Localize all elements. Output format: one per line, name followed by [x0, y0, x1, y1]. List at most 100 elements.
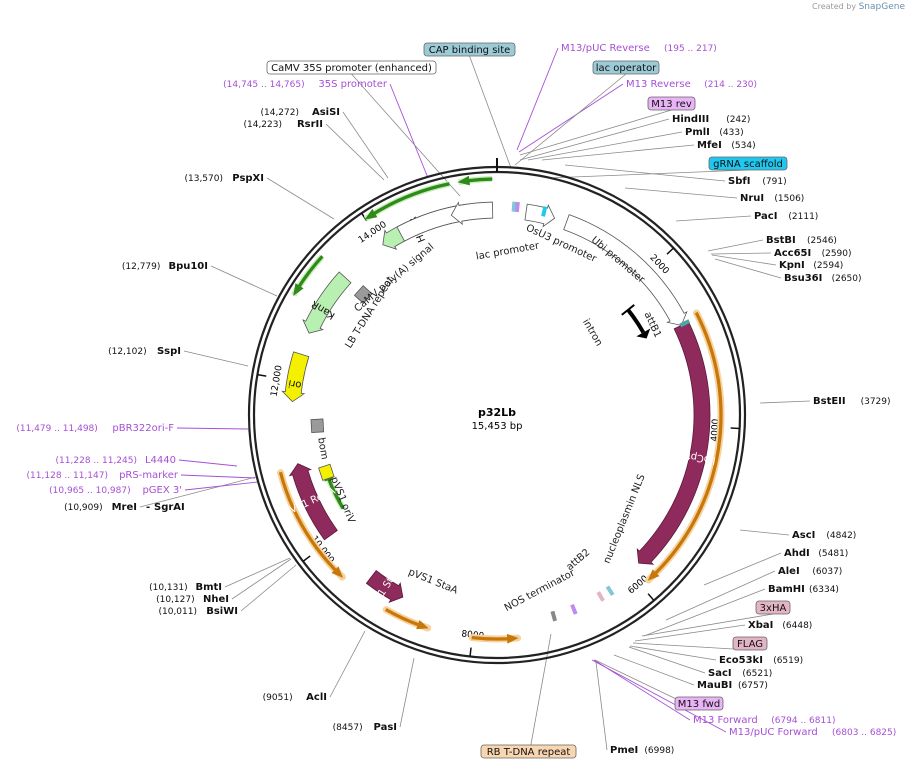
tick-label-4000: 4000: [710, 418, 721, 442]
feature-name-11: pVS1 oriV: [328, 475, 357, 525]
marker-block-2: [318, 463, 335, 481]
site-name-11: AscI: [792, 530, 815, 541]
site-pos-9: (2650): [832, 274, 862, 284]
box-leader-3: [519, 109, 672, 156]
intron-arc: [626, 308, 646, 334]
box-0: [423, 42, 516, 57]
site-leader-15: [634, 624, 746, 642]
site-pos-24: (12,102): [108, 347, 147, 357]
site-leader-14: [643, 588, 766, 637]
site-leader-11: [739, 529, 790, 536]
site-leader-4: [624, 187, 738, 199]
box-3: [647, 96, 696, 111]
plasmid-name: p32Lb: [478, 406, 516, 419]
site-leader-10: [759, 400, 811, 404]
site-marker-4: [605, 585, 615, 597]
site-pos-5: (2111): [788, 212, 818, 222]
primer-range-3: (11,479 .. 11,498): [16, 424, 97, 434]
primer-leader-4: [178, 459, 238, 467]
site-leader-23: [210, 265, 278, 297]
site-pos-27: (10,127): [156, 595, 195, 605]
site-pos-4: (1506): [774, 194, 804, 204]
green-arc-0: [457, 175, 493, 186]
feature-name-7: NOS terminator: [503, 567, 578, 614]
box-label-5: 3xHA: [760, 603, 787, 614]
site-pos-10: (3729): [861, 397, 891, 407]
box-leader-0: [469, 55, 512, 169]
site-marker-5: [596, 591, 605, 602]
site-marker-1: [514, 201, 520, 213]
primer-name-4: L4440: [145, 455, 176, 466]
box-label-3: M13 rev: [651, 99, 692, 110]
tick-2000: [666, 247, 675, 255]
site-pos-0: (242): [726, 115, 750, 125]
orange-arc-6: [384, 608, 429, 630]
primer-name-8: M13/pUC Forward: [729, 727, 818, 738]
site-dash-25: -: [146, 502, 150, 513]
site-leader-24: [183, 350, 249, 367]
box-label-6: FLAG: [737, 639, 763, 650]
tick-10000: [302, 555, 311, 562]
box-leader-8: [528, 633, 552, 759]
site-leader-19: [595, 661, 608, 751]
feature-ubi-promoter: [563, 214, 688, 326]
primer-leader-3: [176, 427, 249, 430]
box-label-0: CAP binding site: [429, 45, 511, 56]
site-name-29: AclI: [306, 692, 327, 703]
credit-text: Created by: [812, 2, 857, 11]
annotation-labels: HindIII(242)PmlI(433)MfeI(534)SbfI(791)N…: [16, 42, 896, 759]
box-label-4: gRNA scaffold: [713, 159, 783, 170]
site-extra-25: SgrAI: [154, 502, 185, 513]
site-pos-15: (6448): [782, 621, 812, 631]
intron-arrowhead: [636, 328, 651, 339]
site-leader-0: [519, 118, 670, 161]
site-leader-8: [711, 254, 777, 266]
feature-ori: [281, 351, 310, 403]
site-name-0: HindIII: [672, 114, 709, 125]
site-leader-17: [628, 646, 706, 674]
box-label-7: M13 fwd: [678, 699, 720, 710]
site-leader-30: [399, 657, 415, 728]
box-8: [480, 744, 577, 759]
site-name-13: AleI: [778, 566, 800, 577]
box-1: [266, 60, 437, 75]
primer-range-1: (214 .. 230): [704, 80, 757, 90]
primer-name-7: M13 Forward: [693, 715, 758, 726]
site-leader-5: [675, 215, 752, 222]
site-name-26: BmtI: [195, 582, 222, 593]
site-name-1: PmlI: [685, 127, 710, 138]
green-arc-1: [364, 182, 450, 220]
marker-block-1: [310, 418, 325, 433]
site-pos-16: (6519): [773, 656, 803, 666]
site-pos-8: (2594): [813, 261, 843, 271]
box-leader-1: [351, 73, 461, 197]
box-label-8: RB T-DNA repeat: [487, 747, 571, 758]
site-leader-9: [714, 258, 782, 279]
site-marker-2: [541, 206, 548, 217]
site-leader-18: [613, 654, 695, 686]
primer-leader-2: [389, 83, 429, 179]
site-pos-12: (5481): [818, 549, 848, 559]
site-name-14: BamHI: [768, 584, 805, 595]
primer-leader-0: [516, 47, 559, 151]
site-pos-2: (534): [731, 141, 755, 151]
primer-leader-1: [518, 83, 624, 153]
site-name-9: Bsu36I: [784, 273, 822, 284]
feature-pvs1-repa: [288, 463, 338, 541]
tick-8000: [469, 647, 472, 657]
site-name-2: MfeI: [697, 140, 722, 151]
site-marker-3: [679, 319, 691, 328]
snapgene-logo-text: SnapGene: [858, 2, 905, 12]
site-name-19: PmeI: [610, 745, 638, 756]
site-leader-16: [629, 645, 717, 661]
primer-range-5: (11,128 .. 11,147): [27, 471, 108, 481]
site-pos-21: (14,223): [243, 120, 282, 130]
box-leader-2: [514, 73, 627, 166]
site-leader-1: [527, 131, 683, 161]
site-name-17: SacI: [708, 668, 732, 679]
site-leader-7: [710, 252, 772, 255]
site-pos-26: (10,131): [149, 583, 188, 593]
orange-arc-4: [647, 311, 723, 581]
site-name-7: Acc65I: [774, 248, 811, 259]
